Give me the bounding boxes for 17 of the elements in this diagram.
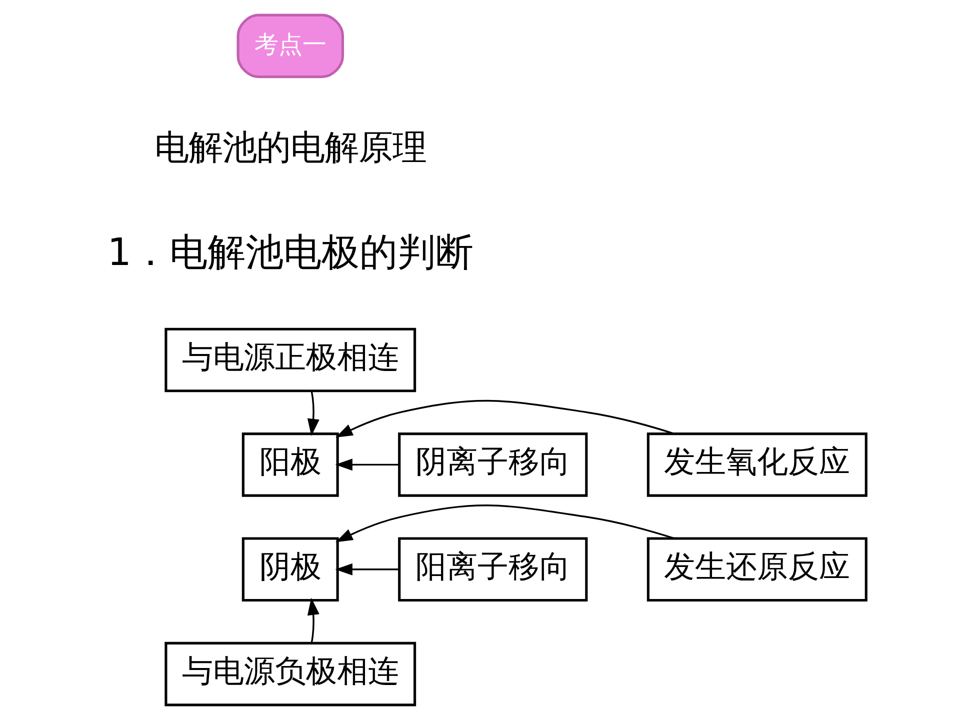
node-box: 阳离子移向	[398, 537, 588, 602]
node-box: 阳极	[242, 432, 339, 497]
node-box: 阴离子移向	[398, 432, 588, 497]
node-box: 发生还原反应	[646, 537, 868, 602]
arrow	[335, 458, 399, 471]
arrow	[307, 390, 320, 436]
label: 电解池的电解原理	[154, 128, 426, 168]
node-box: 与电源负极相连	[164, 642, 416, 706]
node-box: 阴极	[242, 537, 339, 602]
node-box: 发生氧化反应	[646, 432, 868, 497]
label: 1．电解池电极的判断	[107, 230, 474, 274]
arrow	[307, 598, 320, 643]
arrow	[336, 400, 674, 438]
label: 考点一	[254, 30, 326, 58]
arrow	[336, 504, 674, 542]
arrow	[335, 563, 399, 576]
node-box: 与电源正极相连	[164, 328, 416, 392]
